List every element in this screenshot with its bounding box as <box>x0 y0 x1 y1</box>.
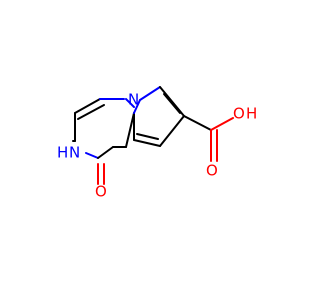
bonds <box>72 86 234 185</box>
bond <box>133 139 161 147</box>
atom-labels: N H N O O H O <box>57 91 257 201</box>
bond-n <box>133 99 141 114</box>
bond-n <box>85 152 99 159</box>
bond <box>159 115 185 147</box>
acid-oxygen-label: O <box>233 105 245 123</box>
nh-hydrogen-label: H <box>57 144 68 162</box>
bond <box>74 98 101 114</box>
carbonyl-oxygen-label: O <box>95 183 107 201</box>
bond <box>159 86 185 117</box>
ring-nitrogen-label: N <box>128 91 139 109</box>
bond <box>183 115 212 131</box>
carboxyl-oxygen-label: O <box>206 162 218 180</box>
bond <box>77 104 105 120</box>
molecule-canvas: N H N O O H O <box>57 86 258 201</box>
bond <box>163 93 181 114</box>
bond <box>125 112 135 148</box>
acid-hydrogen-label: H <box>246 105 257 123</box>
bond-n <box>139 86 161 101</box>
bond <box>97 146 114 159</box>
bond <box>136 133 159 140</box>
bond-n <box>125 98 135 108</box>
nh-nitrogen-label: N <box>69 144 80 162</box>
molecule-structure: N H N O O H O <box>57 86 257 201</box>
bond-o <box>210 117 234 131</box>
